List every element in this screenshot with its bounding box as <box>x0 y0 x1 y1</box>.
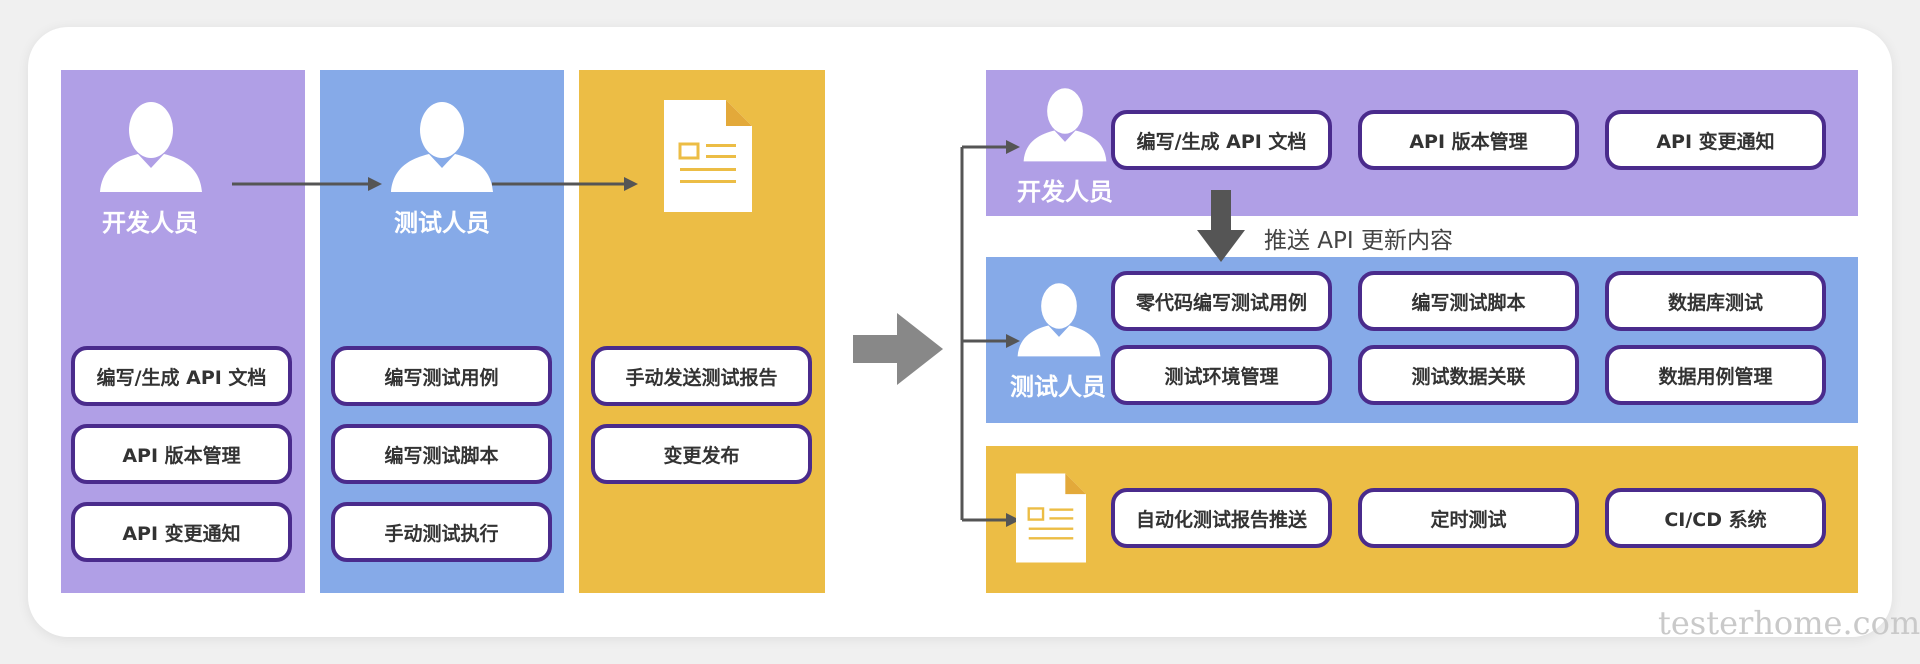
person-icon <box>100 102 202 192</box>
left-dev-task-1: 编写/生成 API 文档 <box>71 346 292 406</box>
left-report-task-2: 变更发布 <box>591 424 812 484</box>
right-report-task-1: 自动化测试报告推送 <box>1111 488 1332 548</box>
left-dev-task-3: API 变更通知 <box>71 502 292 562</box>
arrow-icon <box>960 140 1020 527</box>
push-update-label: 推送 API 更新内容 <box>1264 228 1454 254</box>
arrow-icon <box>232 177 382 191</box>
right-test-task-3: 数据库测试 <box>1605 271 1826 331</box>
right-report-task-3: CI/CD 系统 <box>1605 488 1826 548</box>
right-developer-label: 开发人员 <box>1017 178 1113 206</box>
left-test-task-1: 编写测试用例 <box>331 346 552 406</box>
right-report-task-2: 定时测试 <box>1358 488 1579 548</box>
left-test-task-2: 编写测试脚本 <box>331 424 552 484</box>
right-test-task-6: 数据用例管理 <box>1605 345 1826 405</box>
right-dev-task-3: API 变更通知 <box>1605 110 1826 170</box>
document-icon <box>1016 473 1086 563</box>
right-test-task-1: 零代码编写测试用例 <box>1111 271 1332 331</box>
left-developer-label: 开发人员 <box>102 209 198 237</box>
left-report-task-1: 手动发送测试报告 <box>591 346 812 406</box>
document-icon <box>664 100 752 212</box>
right-test-task-2: 编写测试脚本 <box>1358 271 1579 331</box>
right-dev-task-2: API 版本管理 <box>1358 110 1579 170</box>
arrow-icon <box>1197 190 1245 262</box>
left-tester-label: 测试人员 <box>394 209 490 237</box>
left-dev-task-2: API 版本管理 <box>71 424 292 484</box>
watermark: testerhome.com <box>1658 604 1920 642</box>
arrow-icon <box>853 313 943 385</box>
arrow-icon <box>492 177 638 191</box>
left-test-task-3: 手动测试执行 <box>331 502 552 562</box>
right-test-task-5: 测试数据关联 <box>1358 345 1579 405</box>
right-dev-task-1: 编写/生成 API 文档 <box>1111 110 1332 170</box>
person-icon <box>1017 283 1101 357</box>
right-tester-label: 测试人员 <box>1010 373 1106 401</box>
right-test-task-4: 测试环境管理 <box>1111 345 1332 405</box>
person-icon <box>1023 88 1107 162</box>
person-icon <box>391 102 493 192</box>
